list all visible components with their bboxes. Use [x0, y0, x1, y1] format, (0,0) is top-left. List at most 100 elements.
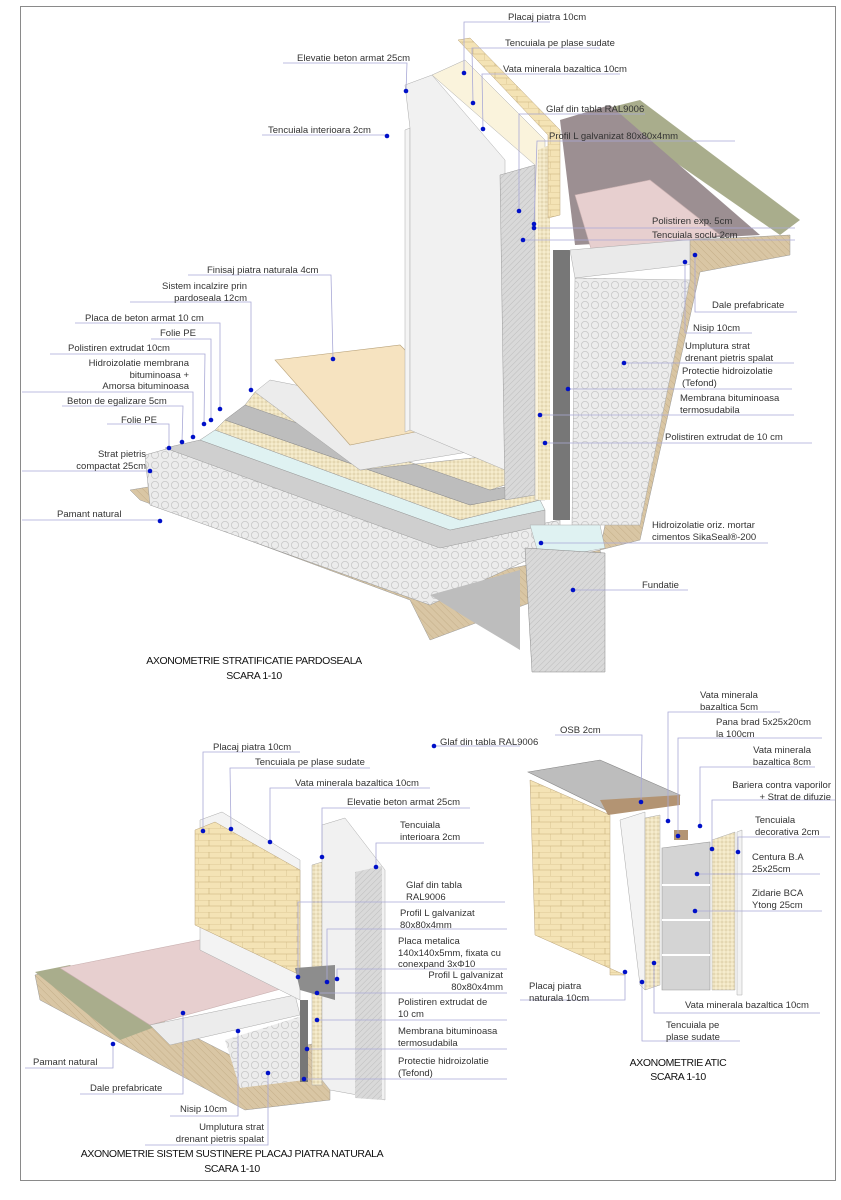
- fir-wedge: [674, 830, 688, 840]
- callout-dot: [295, 974, 301, 980]
- scale-pardoseala: SCARA 1-10: [226, 670, 282, 682]
- callout-label: Tencuiala decorativa 2cm: [755, 815, 820, 838]
- leader-line: [80, 1013, 184, 1095]
- callout-label: Umplutura strat drenant pietris spalat: [685, 341, 774, 364]
- grass: [600, 100, 800, 235]
- leader-line: [711, 799, 835, 849]
- callout-dot: [431, 743, 437, 749]
- callout-dot: [330, 356, 336, 362]
- callout-dot: [531, 225, 537, 231]
- callout-label: Vata minerala bazaltica 8cm: [752, 745, 811, 768]
- callout-label: Hidroizolatie membrana bituminoasa + Amo…: [88, 358, 189, 392]
- scale-atic: SCARA 1-10: [650, 1071, 706, 1083]
- drainage-fill: [225, 1015, 305, 1088]
- foundation-shadow: [430, 570, 520, 650]
- callout-dot: [542, 440, 548, 446]
- callout-label: Membrana bituminoasa termosudabila: [398, 1026, 498, 1049]
- callout-label: Profil L galvanizat 80x80x4mm: [549, 131, 679, 142]
- callout-dot: [301, 1076, 307, 1082]
- leader-line: [375, 842, 484, 867]
- callout-label: Polistiren extrudat de 10 cm: [665, 432, 783, 443]
- callout-label: Glaf din tabla RAL9006: [546, 104, 645, 115]
- leader-line: [694, 255, 797, 313]
- callout-dot: [697, 823, 703, 829]
- callout-dot: [304, 1046, 310, 1052]
- leader-line: [25, 1044, 114, 1069]
- l-profile: [295, 965, 335, 1000]
- callout-dot: [570, 587, 576, 593]
- insulation: [644, 814, 661, 991]
- callout-dot: [694, 871, 700, 877]
- drainage-fill: [571, 277, 691, 526]
- plaster-mesh: [619, 811, 646, 991]
- leader-line: [336, 968, 507, 979]
- callout-label: Tencuiala pe plase sudate: [666, 1020, 720, 1043]
- parapet-drawing: [527, 759, 743, 996]
- leader-line: [229, 767, 370, 830]
- callout-dot: [217, 406, 223, 412]
- leader-line: [555, 734, 643, 803]
- callout-dot: [735, 849, 741, 855]
- callout-dot: [235, 1028, 241, 1034]
- insulation-dots: [538, 145, 550, 500]
- dark-membrane: [553, 250, 570, 520]
- callout-label: Protectie hidroizolatie (Tefond): [682, 366, 773, 389]
- stone-cladding: [529, 779, 626, 976]
- callout-dot: [180, 1010, 186, 1016]
- interior-plaster: [404, 127, 411, 433]
- callout-label: Folie PE: [121, 415, 157, 426]
- callout-dot: [682, 259, 688, 265]
- grass: [35, 965, 160, 1040]
- stone-cladding: [457, 37, 561, 219]
- callout-dot: [208, 417, 214, 423]
- leader-line: [202, 751, 300, 831]
- leader-line: [520, 972, 626, 1001]
- callout-label: Membrana bituminoasa termosudabila: [680, 393, 780, 416]
- leader-lines: [22, 21, 835, 1146]
- stone-wall: [194, 821, 301, 976]
- floor-stratification-drawing: [129, 37, 800, 673]
- leader-line: [677, 737, 822, 836]
- leader-line: [170, 1031, 239, 1117]
- callout-dot: [267, 839, 273, 845]
- callout-label: Pana brad 5x25x20cm la 100cm: [716, 717, 812, 740]
- callout-dot: [639, 979, 645, 985]
- callout-dot: [200, 828, 206, 834]
- leader-line: [130, 301, 252, 390]
- callout-label: Vata minerala bazaltica 10cm: [685, 1000, 809, 1011]
- rc-wall-side: [499, 164, 536, 501]
- callout-label: Elevatie beton armat 25cm: [297, 53, 411, 64]
- callout-dot: [314, 990, 320, 996]
- foundation: [524, 547, 606, 673]
- leader-line: [471, 47, 600, 104]
- bca-blocks: [661, 841, 711, 991]
- callout-label: Zidarie BCA Ytong 25cm: [752, 888, 804, 911]
- callout-label: Profil L galvanizat 80x80x4mm: [428, 970, 503, 993]
- callout-label: Nisip 10cm: [180, 1104, 227, 1115]
- callout-label: Folie PE: [160, 328, 196, 339]
- callout-dot: [520, 237, 526, 243]
- callout-label: Centura B.A 25x25cm: [752, 852, 804, 875]
- callout-dot: [675, 833, 681, 839]
- leader-line: [75, 322, 221, 409]
- callout-label: Bariera contra vaporilor + Strat de difu…: [732, 780, 831, 803]
- callout-label: Protectie hidroizolatie (Tefond): [398, 1056, 489, 1079]
- callout-label: Hidroizolatie oriz. mortar cimentos Sika…: [652, 520, 757, 543]
- deco-plaster: [736, 829, 743, 996]
- callout-dot: [201, 421, 207, 427]
- callout-label: Polistiren exp. 5cm: [652, 216, 733, 227]
- callout-label: Placaj piatra 10cm: [508, 12, 587, 23]
- membrane: [300, 1000, 308, 1082]
- callout-dot: [228, 826, 234, 832]
- callout-dot: [638, 799, 644, 805]
- leader-line: [145, 1073, 269, 1146]
- callout-dot: [166, 445, 172, 451]
- callout-label: Umplutura strat drenant pietris spalat: [175, 1122, 264, 1145]
- leader-line: [533, 140, 735, 225]
- leader-line: [269, 787, 430, 842]
- callout-dot: [248, 387, 254, 393]
- callout-dot: [110, 1041, 116, 1047]
- callout-label: Tencuiala pe plase sudate: [505, 38, 615, 49]
- callout-label: Placa metalica 140x140x5mm, fixata cu co…: [398, 936, 501, 970]
